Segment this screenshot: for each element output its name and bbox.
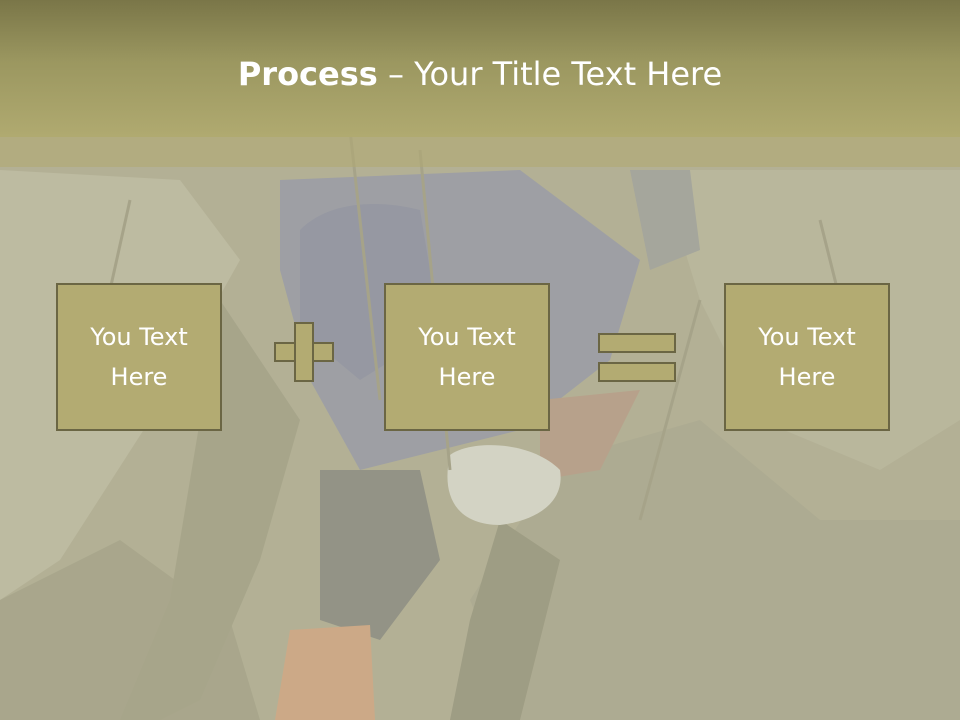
process-box-1-text: You Text Here bbox=[90, 323, 188, 391]
title-band bbox=[0, 137, 960, 167]
title-rest: – Your Title Text Here bbox=[377, 55, 723, 93]
title-bold: Process bbox=[237, 55, 378, 93]
process-box-2[interactable]: You Text Here bbox=[384, 283, 550, 431]
process-box-3[interactable]: You Text Here bbox=[724, 283, 890, 431]
process-box-3-text: You Text Here bbox=[758, 323, 856, 391]
title-bar bbox=[0, 0, 960, 137]
process-box-1[interactable]: You Text Here bbox=[56, 283, 222, 431]
slide-title[interactable]: Process – Your Title Text Here bbox=[0, 52, 960, 96]
process-box-2-text: You Text Here bbox=[418, 323, 516, 391]
